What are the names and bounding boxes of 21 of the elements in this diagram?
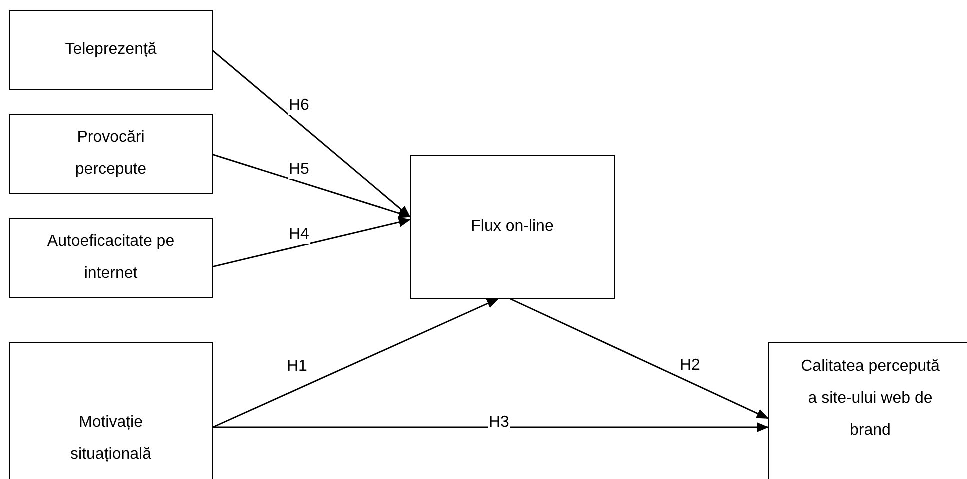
arrow <box>510 298 769 420</box>
edge-label: H6 <box>288 97 310 115</box>
concept-box <box>768 342 967 479</box>
edge-label: H4 <box>288 226 310 244</box>
box-label: Autoeficacitate pe internet <box>46 232 176 284</box>
concept-box <box>410 155 615 299</box>
concept-box <box>9 114 213 194</box>
box-label: Provocări percepute <box>74 128 148 180</box>
box-label: Motivație situațională <box>70 413 152 465</box>
arrow <box>212 298 500 428</box>
concept-box <box>9 10 213 90</box>
arrow <box>212 218 411 268</box>
arrow <box>213 422 769 432</box>
concept-box <box>9 342 213 479</box>
box-label: Calitatea percepută a site-ului web de brand <box>800 357 941 441</box>
arrow <box>212 154 411 218</box>
edge-label: H5 <box>288 161 310 179</box>
concept-box <box>9 218 213 298</box>
box-label: Flux on-line <box>471 217 554 237</box>
box-label: Teleprezență <box>65 40 157 60</box>
arrow <box>212 50 411 218</box>
